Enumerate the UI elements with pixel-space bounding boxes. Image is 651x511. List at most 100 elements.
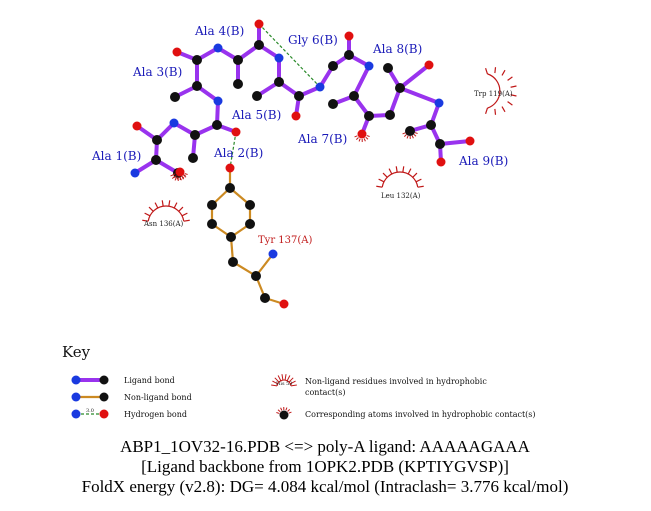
atom-a5ca (274, 77, 284, 87)
key-title: Key (62, 343, 91, 361)
atom-a5c (294, 91, 304, 101)
key-hydrophobic-residue-sample (271, 374, 297, 387)
atom-g6n (315, 82, 325, 92)
atom-a7n (364, 61, 374, 71)
atom-a5o (291, 111, 301, 121)
atom-ty_cd1 (207, 219, 217, 229)
atom-ty_n (268, 249, 278, 259)
contact-spikes-a9cb (402, 132, 418, 140)
atom-a3cb (170, 92, 180, 102)
atom-ty_cg (226, 232, 236, 242)
atom-g6ca (328, 61, 338, 71)
atom-ty_oh (225, 163, 235, 173)
hydrophobic-arc-asn136 (142, 200, 190, 222)
ligand-bond-29 (352, 64, 371, 98)
residue-label-leu132: Leu 132(A) (381, 192, 421, 200)
residue-label-ala1: Ala 1(B) (91, 149, 141, 163)
key-atom-dot (279, 410, 289, 420)
atom-a2n (169, 118, 179, 128)
atom-a7ca (349, 91, 359, 101)
atom-ty_c (260, 293, 270, 303)
atom-a4cb (233, 79, 243, 89)
atom-ty_o (279, 299, 289, 309)
hydrogen-bond-1 (229, 131, 237, 169)
residue-label-trp119: Trp 119(A) (474, 90, 513, 98)
atom-ty_cz (225, 183, 235, 193)
atom-o1 (132, 121, 142, 131)
atom-a3n (213, 96, 223, 106)
atom-a8n2 (434, 98, 444, 108)
atom-ty_cd2 (245, 219, 255, 229)
atom-a8c (385, 110, 395, 120)
caption-line-1: ABP1_1OV32-16.PDB <=> poly-A ligand: AAA… (120, 437, 531, 456)
hydrophobic-arc-trp119 (485, 67, 517, 115)
atom-a8ca (395, 83, 405, 93)
atom-a4ca (233, 55, 243, 65)
atom-a1ca (151, 155, 161, 165)
atom-a7cb (328, 99, 338, 109)
key-nonligand-bond-label: Non-ligand bond (124, 393, 192, 402)
residue-label-ala2: Ala 2(B) (213, 146, 263, 160)
residue-label-ala9: Ala 9(B) (458, 154, 508, 168)
residue-label-ala5: Ala 5(B) (231, 108, 281, 122)
residue-label-ala3: Ala 3(B) (132, 65, 182, 79)
atom-ty_cb (228, 257, 238, 267)
atom-a3c (192, 55, 202, 65)
atom-a7c (364, 111, 374, 121)
residue-label-gly6: Gly 6(B) (288, 33, 338, 47)
atom-a9c (435, 139, 445, 149)
residue-label-ala7: Ala 7(B) (297, 132, 347, 146)
residue-label-tyr137: Tyr 137(A) (258, 235, 312, 246)
hydrogen-bonds (229, 23, 321, 169)
atoms (130, 19, 475, 309)
atom-a4o (254, 19, 264, 29)
atom-a2ca (190, 130, 200, 140)
key-ligand-bond-label: Ligand bond (124, 376, 175, 385)
key-nonligand-bond-sample (71, 392, 109, 402)
atom-a5cb (252, 91, 262, 101)
ligand-bond-37 (398, 86, 441, 105)
atom-a1cb (152, 135, 162, 145)
caption-line-3: FoldX energy (v2.8): DG= 4.084 kcal/mol … (82, 477, 569, 496)
key-nonligand-residues-label-1: Non-ligand residues involved in hydropho… (305, 377, 487, 386)
atom-a4n (213, 43, 223, 53)
key-hbond-length: 3.0 (86, 408, 94, 414)
atom-a1n (130, 168, 140, 178)
atom-a9o1 (465, 136, 475, 146)
caption-line-2: [Ligand backbone from 1OPK2.PDB (KPTIYGV… (141, 457, 509, 476)
atom-g6o (344, 31, 354, 41)
atom-ty_ca (251, 271, 261, 281)
key-ligand-bond-sample (71, 375, 109, 385)
atom-a7o (357, 129, 367, 139)
atom-ty_ce1 (207, 200, 217, 210)
atom-a8cb (424, 60, 434, 70)
ligand-bond-41 (438, 139, 472, 146)
atom-ty_ce2 (245, 200, 255, 210)
atom-a3ca (192, 81, 202, 91)
residue-label-ala8: Ala 8(B) (372, 42, 422, 56)
residue-label-ala4: Ala 4(B) (194, 24, 244, 38)
atom-a5n (274, 53, 284, 63)
key-arc-shape (271, 374, 297, 387)
key-corresponding-atoms-label: Corresponding atoms involved in hydropho… (305, 410, 536, 419)
contact-spikes-a1o (172, 173, 188, 181)
atom-a9o2 (436, 157, 446, 167)
residue-label-asn136: Asn 136(A) (143, 220, 184, 228)
key-nonligand-residues-label-2: contact(s) (305, 388, 345, 397)
hydrophobic-contacts (142, 67, 517, 222)
atom-a9ca (426, 120, 436, 130)
key-corresponding-atom-sample (276, 406, 292, 420)
atom-a8n (383, 63, 393, 73)
key-sample-residue-label: His 53 (276, 381, 292, 387)
key-hbond-label: Hydrogen bond (124, 410, 187, 419)
atom-a4c (254, 40, 264, 50)
atom-a2cb (188, 153, 198, 163)
atom-a2o (231, 127, 241, 137)
atom-a9cb (405, 126, 415, 136)
key-hbond-sample: 3.0 (71, 408, 109, 419)
atom-a1o (175, 167, 185, 177)
atom-a2c (212, 120, 222, 130)
atom-a3o (172, 47, 182, 57)
contact-spikes-a7o (354, 135, 370, 143)
